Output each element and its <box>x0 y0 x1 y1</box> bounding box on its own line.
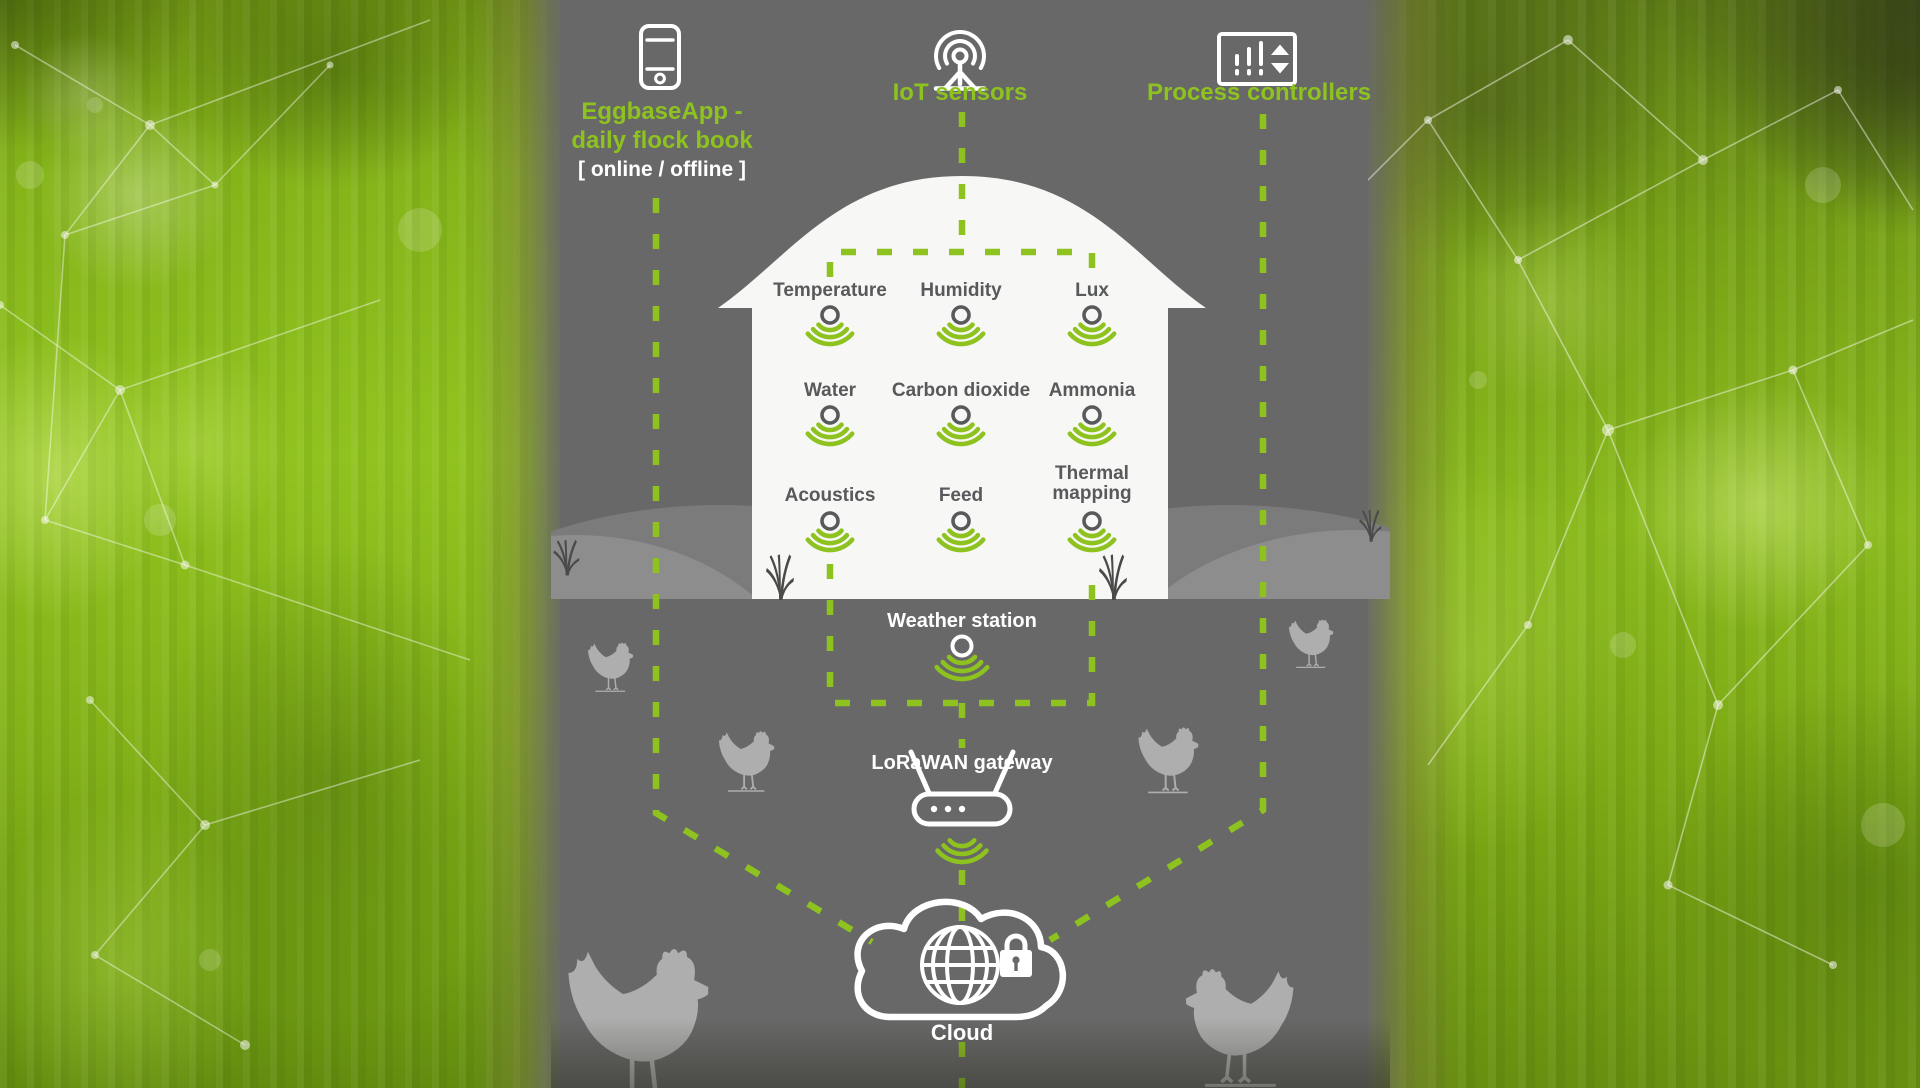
background-green-right <box>1366 0 1920 1088</box>
signal-arcs-icon <box>1070 511 1114 550</box>
sensor-label-humidity: Humidity <box>920 280 1002 301</box>
sensor-icons <box>808 305 1114 550</box>
smartphone-icon <box>639 24 681 90</box>
signal-arcs-icon <box>808 305 852 344</box>
chicken-silhouette <box>1288 618 1334 669</box>
padlock-icon <box>1000 933 1032 977</box>
cloud-label: Cloud <box>930 1020 994 1045</box>
sensor-label-feed: Feed <box>938 485 984 506</box>
iot-sensors-label: IoT sensors <box>892 79 1028 106</box>
wifi-router-icon <box>908 749 1016 862</box>
process-controllers-label: Process controllers <box>1146 79 1372 106</box>
network-mesh-graphic <box>1368 35 1914 969</box>
background-green-left <box>0 0 562 1088</box>
chicken-silhouette <box>587 641 634 693</box>
connector-lines <box>652 112 1267 1088</box>
sensor-label-thermal-mapping: Thermal mapping <box>1052 463 1132 504</box>
hen-house-shape <box>718 176 1206 599</box>
signal-arcs-icon <box>939 305 983 344</box>
signal-arcs-icon <box>939 511 983 550</box>
weather-station-icon <box>937 634 988 680</box>
sensor-label-temperature: Temperature <box>773 280 887 301</box>
weather-station-label: Weather station <box>887 610 1037 632</box>
chicken-silhouette <box>1137 726 1200 794</box>
sensor-label-carbon-dioxide: Carbon dioxide <box>891 380 1031 401</box>
antenna-broadcast-icon <box>933 30 987 91</box>
sensor-label-acoustics: Acoustics <box>784 485 876 506</box>
control-panel-icon <box>1217 32 1297 86</box>
eggbase-app-status: [ online / offline ] <box>578 158 746 181</box>
sensor-label-water: Water <box>803 380 857 401</box>
signal-arcs-icon <box>1070 305 1114 344</box>
cloud-globe-padlock-icon <box>854 898 1066 1021</box>
eggbase-app-title: EggbaseApp - daily flock book <box>571 98 753 154</box>
globe-icon <box>920 925 1000 1005</box>
sensor-label-lux: Lux <box>1075 280 1109 301</box>
lorawan-gateway-label: LoRaWAN gateway <box>871 752 1053 774</box>
signal-arcs-icon <box>808 511 852 550</box>
chicken-silhouette <box>717 730 776 792</box>
sensor-label-ammonia: Ammonia <box>1048 380 1136 401</box>
signal-arcs-icon <box>808 405 852 444</box>
signal-arcs-icon <box>939 405 983 444</box>
network-mesh-graphic <box>0 19 471 1050</box>
panel-bottom-shade <box>551 1018 1390 1088</box>
signal-arcs-icon <box>1070 405 1114 444</box>
